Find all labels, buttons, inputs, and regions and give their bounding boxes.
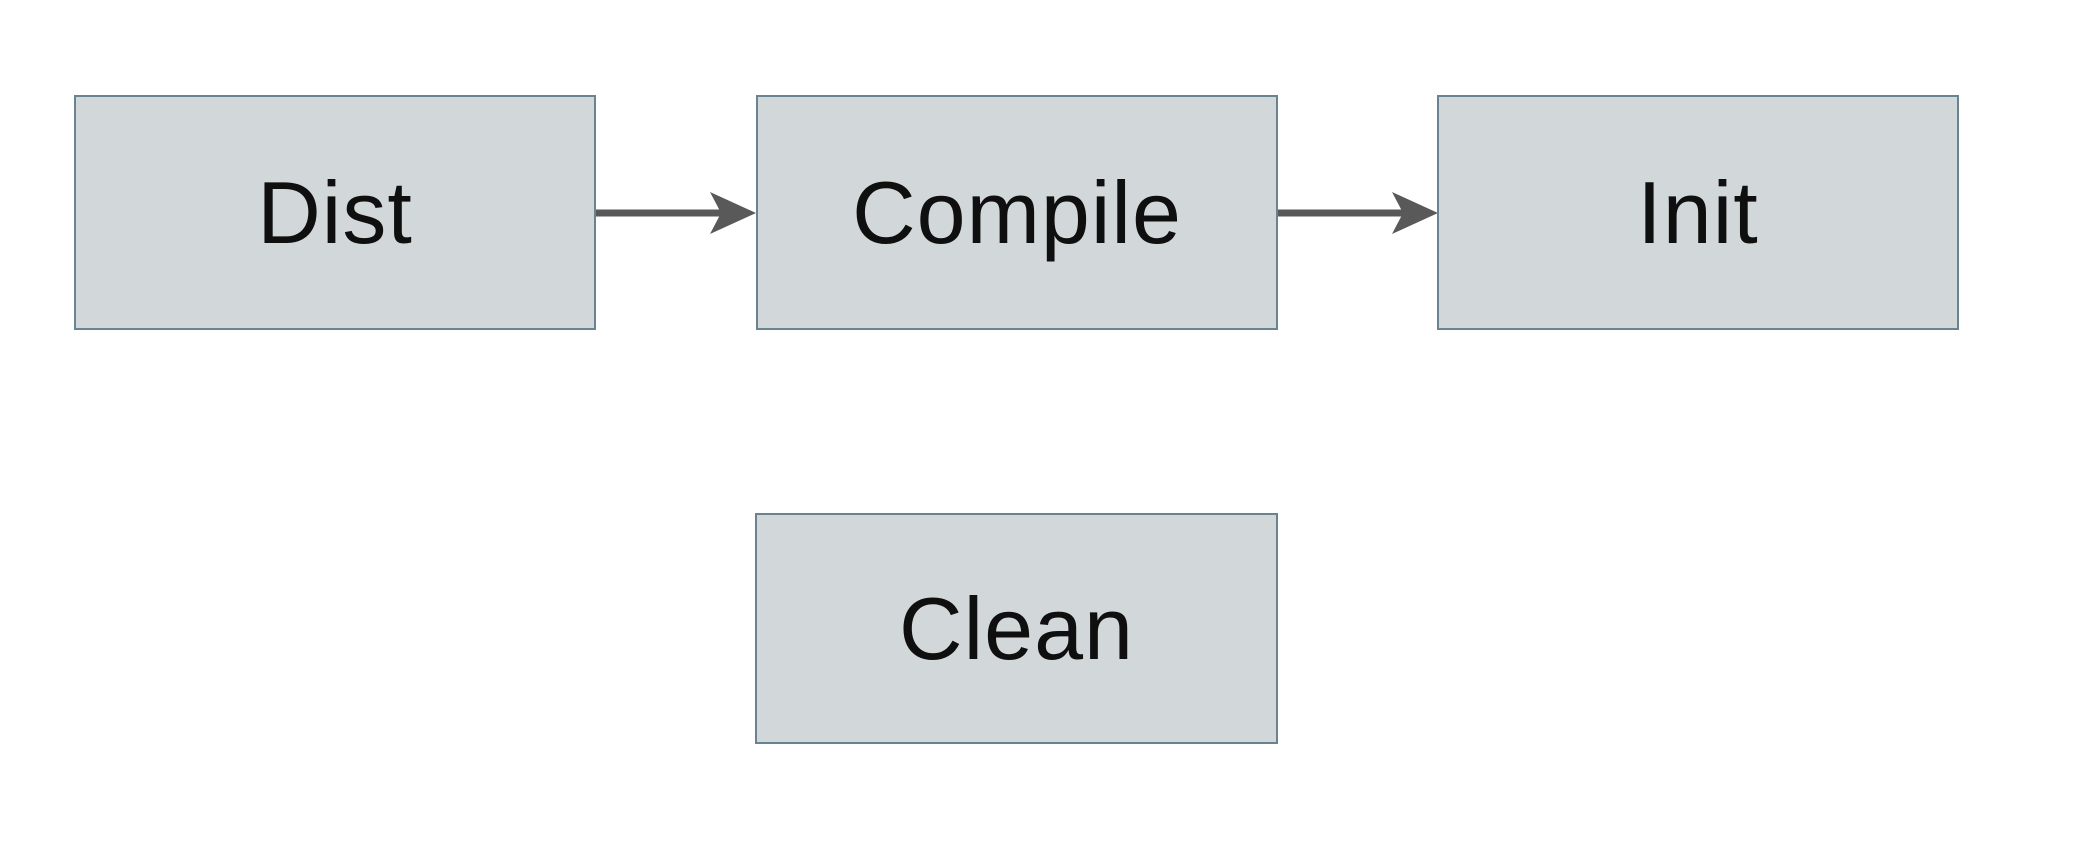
node-dist[interactable]: Dist [74, 95, 596, 330]
arrow-dist-to-compile-head-icon [710, 192, 756, 234]
node-clean-label: Clean [899, 578, 1134, 678]
arrow-compile-to-init-head-icon [1392, 192, 1438, 234]
arrow-dist-to-compile [596, 192, 756, 234]
arrow-compile-to-init [1278, 192, 1438, 234]
node-compile-label: Compile [852, 162, 1182, 262]
node-clean[interactable]: Clean [755, 513, 1278, 744]
node-init-label: Init [1637, 162, 1759, 262]
node-compile[interactable]: Compile [756, 95, 1278, 330]
node-init[interactable]: Init [1437, 95, 1959, 330]
node-dist-label: Dist [257, 162, 413, 262]
